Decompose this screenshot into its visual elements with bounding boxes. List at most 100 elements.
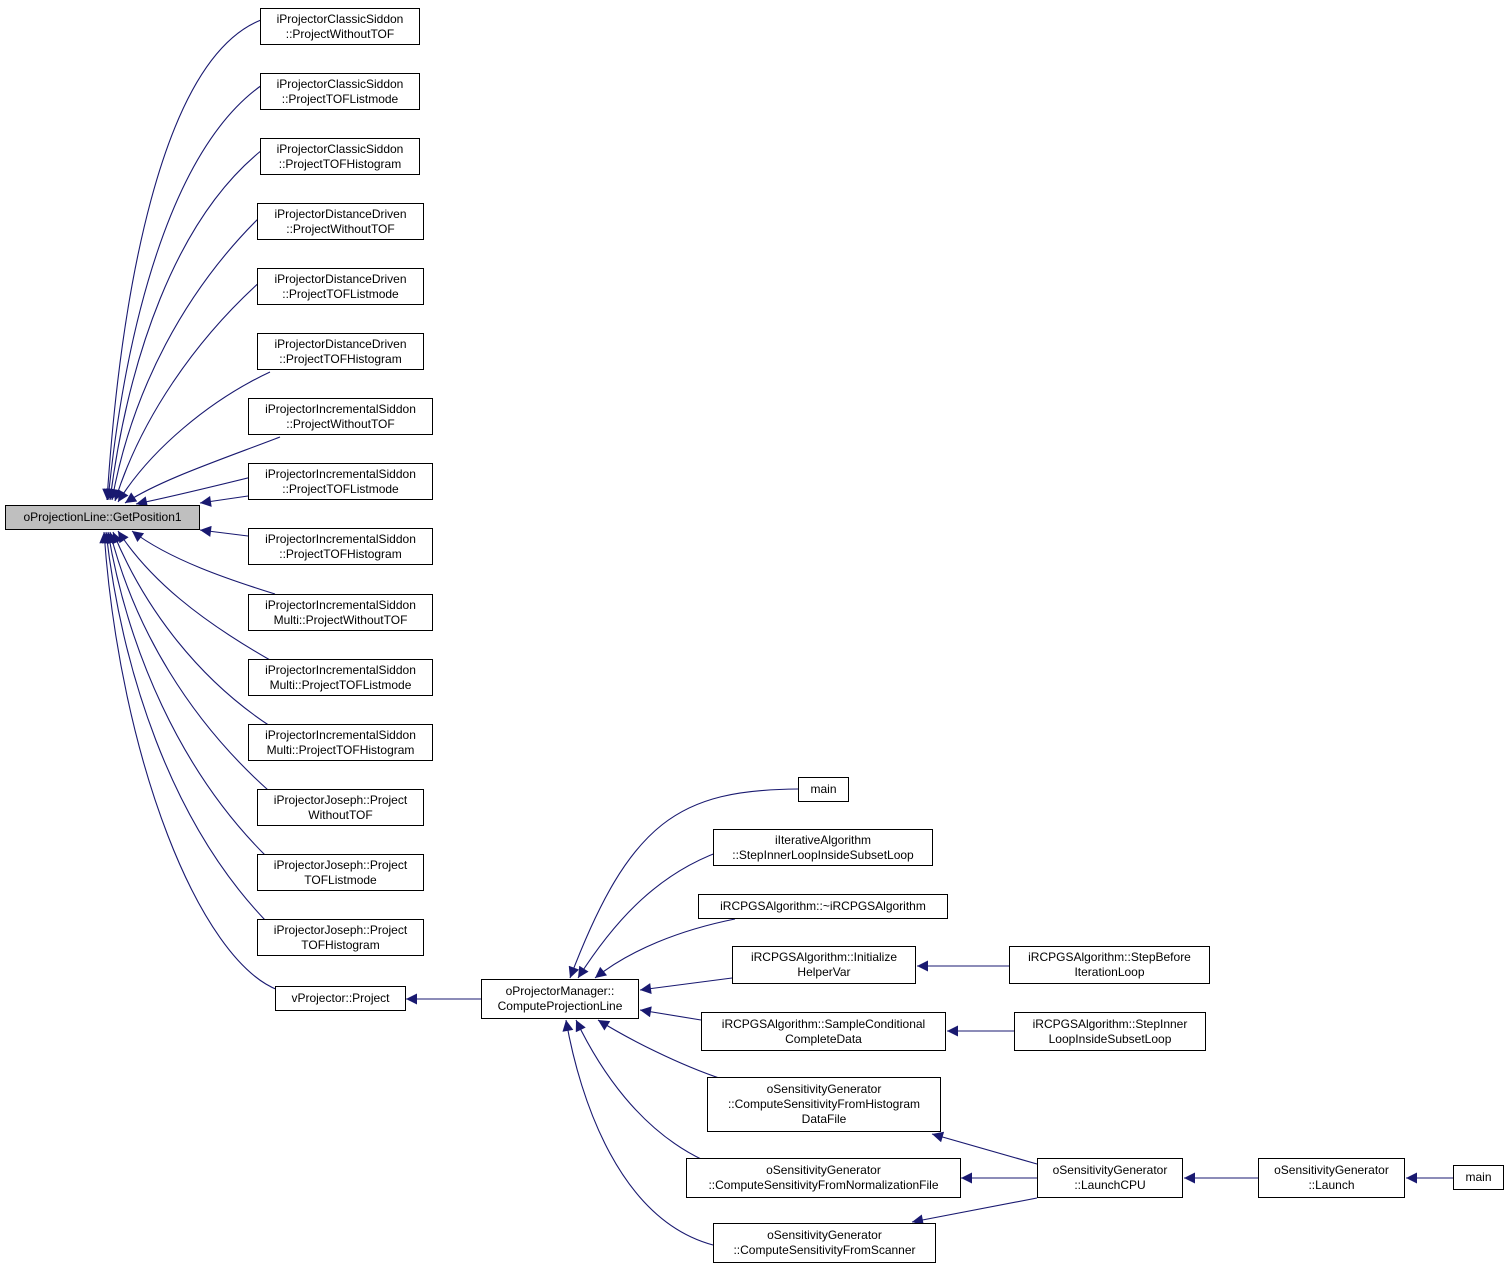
node-rcpgs-destructor[interactable]: iRCPGSAlgorithm::~iRCPGSAlgorithm bbox=[698, 894, 948, 919]
node-label: iProjectorDistanceDriven bbox=[274, 336, 407, 351]
node-label: iRCPGSAlgorithm::StepBefore bbox=[1028, 950, 1191, 964]
node-label: ::ProjectWithoutTOF bbox=[286, 416, 395, 431]
edge-n9a-to-focus bbox=[199, 495, 249, 507]
node-label: ::ProjectTOFHistogram bbox=[279, 351, 402, 366]
node-label: ::ProjectTOFHistogram bbox=[278, 156, 402, 171]
node-distancedriven-projecttofhistogram[interactable]: iProjectorDistanceDriven ::ProjectTOFHis… bbox=[257, 333, 424, 370]
node-rcpgs-stepbeforeiterationloop[interactable]: iRCPGSAlgorithm::StepBefore IterationLoo… bbox=[1009, 946, 1210, 984]
node-vprojector-project[interactable]: vProjector::Project bbox=[275, 986, 406, 1011]
node-label: IterationLoop bbox=[1074, 965, 1145, 979]
node-sensitivity-fromnormalizationfile[interactable]: oSensitivityGenerator ::ComputeSensitivi… bbox=[686, 1158, 961, 1198]
node-label: WithoutTOF bbox=[308, 807, 373, 822]
node-joseph-projectwithouttof[interactable]: iProjectorJoseph::Project WithoutTOF bbox=[257, 789, 424, 826]
node-distancedriven-projectwithouttof[interactable]: iProjectorDistanceDriven ::ProjectWithou… bbox=[257, 203, 424, 240]
node-incrementalsiddonmulti-projectwithouttof[interactable]: iProjectorIncrementalSiddon Multi::Proje… bbox=[248, 594, 433, 631]
node-joseph-projecttoflistmode[interactable]: iProjectorJoseph::Project TOFListmode bbox=[257, 854, 424, 891]
node-label: main bbox=[1465, 1170, 1492, 1184]
node-classicsiddon-projectwithouttof[interactable]: iProjectorClassicSiddon ::ProjectWithout… bbox=[260, 8, 420, 45]
node-classicsiddon-projecttofhistogram[interactable]: iProjectorClassicSiddon ::ProjectTOFHist… bbox=[260, 138, 420, 175]
edge-osscan-to-opm bbox=[562, 1019, 714, 1246]
node-label: iProjectorClassicSiddon bbox=[276, 11, 404, 26]
node-label: LoopInsideSubsetLoop bbox=[1048, 1031, 1172, 1046]
node-label: TOFListmode bbox=[304, 872, 377, 887]
edge-n7-to-focus bbox=[124, 436, 281, 504]
edge-n14-to-focus bbox=[104, 531, 266, 856]
node-label: ::Launch bbox=[1308, 1178, 1355, 1192]
node-main-bottom[interactable]: main bbox=[1453, 1165, 1504, 1190]
node-projectormanager-computeprojectionline[interactable]: oProjectorManager:: ComputeProjectionLin… bbox=[481, 979, 639, 1019]
node-label: ::ProjectWithoutTOF bbox=[285, 26, 395, 41]
edge-rcinit-to-opm bbox=[639, 977, 733, 995]
node-label: iProjectorDistanceDriven bbox=[274, 206, 407, 221]
node-label: ::StepInnerLoopInsideSubsetLoop bbox=[732, 847, 914, 862]
edge-oshist-to-opm bbox=[597, 1019, 723, 1080]
edge-n6-to-focus bbox=[117, 371, 271, 503]
node-label: oSensitivityGenerator bbox=[1274, 1163, 1389, 1177]
node-label: iProjectorJoseph::Project bbox=[273, 857, 408, 872]
node-label: TOFHistogram bbox=[301, 937, 380, 952]
node-label: iProjectorIncrementalSiddon bbox=[265, 466, 416, 481]
node-incrementalsiddon-projectwithouttof[interactable]: iProjectorIncrementalSiddon ::ProjectWit… bbox=[248, 398, 433, 435]
node-iterativealgorithm-stepinnerloop[interactable]: iIterativeAlgorithm ::StepInnerLoopInsid… bbox=[713, 829, 933, 866]
edge-n15-to-focus bbox=[101, 531, 266, 921]
node-label: ::ComputeSensitivityFromScanner bbox=[733, 1243, 916, 1257]
node-label: iProjectorIncrementalSiddon bbox=[265, 727, 416, 742]
node-label: oSensitivityGenerator bbox=[1052, 1163, 1168, 1177]
node-label: iProjectorJoseph::Project bbox=[273, 922, 408, 937]
node-rcpgs-initializehelpervar[interactable]: iRCPGSAlgorithm::Initialize HelperVar bbox=[732, 946, 916, 984]
node-label: ::ComputeSensitivityFromNormalizationFil… bbox=[708, 1178, 939, 1192]
node-label: ::ProjectTOFHistogram bbox=[279, 546, 402, 561]
edge-n13-to-focus bbox=[107, 531, 269, 791]
node-label: ::ProjectTOFListmode bbox=[282, 481, 399, 496]
node-main-top[interactable]: main bbox=[798, 777, 849, 802]
node-label: DataFile bbox=[801, 1112, 847, 1126]
node-sensitivity-launchcpu[interactable]: oSensitivityGenerator ::LaunchCPU bbox=[1037, 1158, 1183, 1198]
node-label: iRCPGSAlgorithm::StepInner bbox=[1032, 1016, 1188, 1031]
node-label: iRCPGSAlgorithm::SampleConditional bbox=[721, 1016, 926, 1031]
edge-oscpu-to-osscan bbox=[911, 1197, 1038, 1226]
node-label: oSensitivityGenerator bbox=[766, 1082, 882, 1096]
edge-oscpu-to-oshist bbox=[931, 1131, 1038, 1165]
node-label: iProjectorIncrementalSiddon bbox=[265, 401, 416, 416]
node-incrementalsiddonmulti-projecttoflistmode[interactable]: iProjectorIncrementalSiddon Multi::Proje… bbox=[248, 659, 433, 696]
edge-n1-to-focus bbox=[102, 19, 262, 501]
edge-n2-to-focus bbox=[103, 84, 263, 501]
node-incrementalsiddon-projecttoflistmode[interactable]: iProjectorIncrementalSiddon ::ProjectTOF… bbox=[248, 463, 433, 500]
node-label: iRCPGSAlgorithm::~iRCPGSAlgorithm bbox=[720, 899, 926, 913]
node-label: CompleteData bbox=[785, 1031, 862, 1046]
node-label: main bbox=[810, 782, 837, 796]
node-label: ComputeProjectionLine bbox=[497, 999, 623, 1013]
edge-n10-to-focus bbox=[131, 530, 276, 595]
node-label: iProjectorClassicSiddon bbox=[276, 141, 404, 156]
node-label: ::ProjectWithoutTOF bbox=[286, 221, 395, 236]
node-label: oProjectorManager:: bbox=[505, 984, 615, 998]
node-distancedriven-projecttoflistmode[interactable]: iProjectorDistanceDriven ::ProjectTOFLis… bbox=[257, 268, 424, 305]
node-sensitivity-fromhistogramdatafile[interactable]: oSensitivityGenerator ::ComputeSensitivi… bbox=[707, 1077, 941, 1132]
node-label: iProjectorIncrementalSiddon bbox=[265, 662, 416, 677]
node-label: HelperVar bbox=[797, 965, 851, 979]
node-label: iProjectorIncrementalSiddon bbox=[265, 597, 416, 612]
node-label: Multi::ProjectTOFListmode bbox=[269, 677, 412, 692]
edge-n4-to-focus bbox=[108, 214, 263, 501]
node-incrementalsiddon-projecttofhistogram[interactable]: iProjectorIncrementalSiddon ::ProjectTOF… bbox=[248, 528, 433, 565]
edge-n9-to-focus bbox=[199, 525, 249, 537]
node-getposition1: oProjectionLine::GetPosition1 bbox=[5, 505, 200, 530]
node-sensitivity-fromscanner[interactable]: oSensitivityGenerator ::ComputeSensitivi… bbox=[713, 1223, 936, 1263]
node-label: iProjectorDistanceDriven bbox=[274, 271, 407, 286]
node-label: vProjector::Project bbox=[291, 991, 390, 1005]
edge-n12-to-focus bbox=[112, 531, 271, 727]
node-rcpgs-sampleconditionalcompletedata[interactable]: iRCPGSAlgorithm::SampleConditional Compl… bbox=[701, 1012, 946, 1051]
node-incrementalsiddonmulti-projecttofhistogram[interactable]: iProjectorIncrementalSiddon Multi::Proje… bbox=[248, 724, 433, 761]
edge-rcsample-to-opm bbox=[639, 1006, 702, 1021]
node-label: oProjectionLine::GetPosition1 bbox=[23, 510, 182, 524]
node-classicsiddon-projecttoflistmode[interactable]: iProjectorClassicSiddon ::ProjectTOFList… bbox=[260, 73, 420, 110]
node-joseph-projecttofhistogram[interactable]: iProjectorJoseph::Project TOFHistogram bbox=[257, 919, 424, 956]
node-label: oSensitivityGenerator bbox=[766, 1163, 881, 1177]
node-sensitivity-launch[interactable]: oSensitivityGenerator ::Launch bbox=[1258, 1158, 1405, 1198]
node-label: iProjectorClassicSiddon bbox=[276, 76, 404, 91]
node-label: iRCPGSAlgorithm::Initialize bbox=[750, 950, 898, 964]
edge-rcdtor-to-opm bbox=[594, 918, 736, 979]
node-rcpgs-stepinnerloopinsidesubsetloop[interactable]: iRCPGSAlgorithm::StepInner LoopInsideSub… bbox=[1014, 1012, 1206, 1051]
node-label: Multi::ProjectWithoutTOF bbox=[273, 612, 408, 627]
